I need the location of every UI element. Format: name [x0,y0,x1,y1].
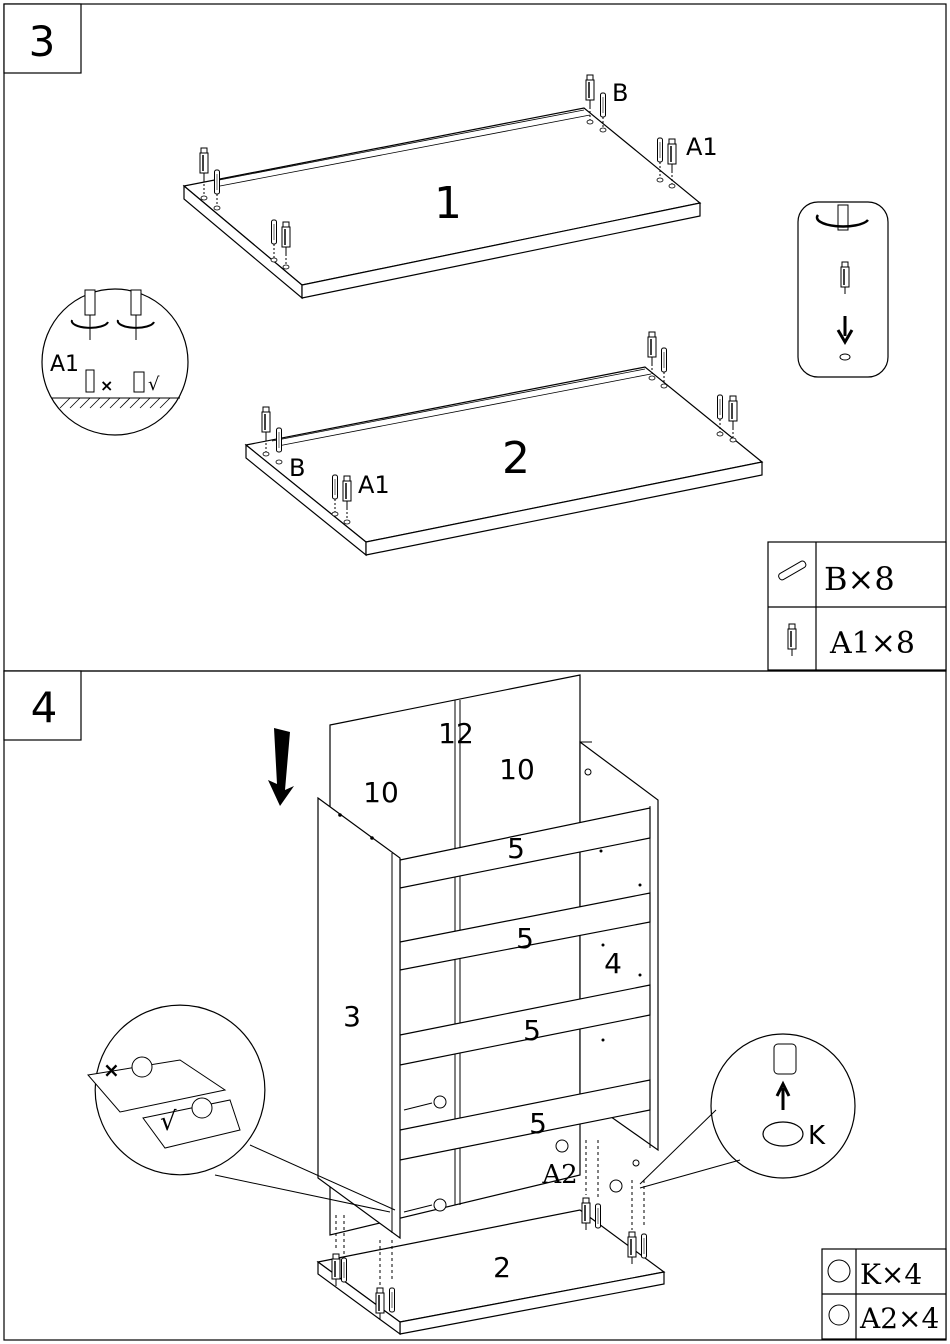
part-3-label: 3 [343,1000,361,1033]
board-2-label: 2 [502,433,530,484]
part-4-label: 4 [604,947,622,980]
bolt-correct-icon [134,372,144,392]
hardware-k-count: K×4 [860,1258,922,1291]
a1-depth-detail: A1 × √ [42,289,188,435]
rail-1-label: 5 [507,832,525,865]
hardware-a1-count: A1×8 [829,626,915,661]
step-4-hardware-table: K×4 A2×4 [822,1249,946,1339]
hole-icon [840,354,850,360]
callout-k: K [808,1121,826,1151]
cam-lock-wrong-icon [132,1057,152,1077]
board-1: 1 B A1 [184,75,718,298]
board-2: 2 B A1 [246,332,762,555]
hardware-b-count: B×8 [824,560,895,598]
cam-lock-icon [434,1199,446,1211]
part-2-label: 2 [493,1251,511,1284]
cam-lock-icon [556,1140,568,1152]
right-mark: √ [148,374,160,395]
cam-lock-icon [829,1305,849,1325]
step-3-panel: 3 1 B A1 [4,4,946,671]
step-3-number: 3 [29,17,56,66]
rail-3-label: 5 [523,1014,541,1047]
wrong-mark: × [100,376,113,395]
callout-b-top: B [612,79,628,107]
cam-lock-icon [774,1044,796,1074]
hardware-a2-count: A2×4 [859,1302,939,1335]
callout-b-bottom: B [289,454,305,482]
step-4-number: 4 [31,683,58,732]
step-3-hardware-table: B×8 A1×8 [768,542,946,670]
detail-a1-label: A1 [50,352,79,377]
callout-a1-top: A1 [686,133,718,161]
part-10-left-label: 10 [363,776,399,809]
cam-lock-right-icon [192,1098,212,1118]
cam-lock-icon [434,1096,446,1108]
callout-a1-bottom: A1 [358,471,390,499]
callout-a2: A2 [541,1160,577,1190]
bolt-too-deep-icon [86,370,94,392]
wrong-mark: × [103,1058,120,1082]
cam-cover-icon [763,1122,803,1146]
part-12-label: 12 [438,717,474,750]
board-1-label: 1 [434,178,462,229]
cam-cover-icon [828,1260,850,1282]
down-arrow-icon [268,728,294,806]
screw-in-detail [798,202,888,377]
rail-4-label: 5 [529,1107,547,1140]
cam-lock-icon [610,1180,622,1192]
step-4-panel: 4 12 10 10 4 5 [4,671,946,1340]
right-mark: √ [160,1107,177,1137]
cam-cover-detail: K [640,1034,855,1188]
part-10-right-label: 10 [499,753,535,786]
rail-2-label: 5 [516,922,534,955]
